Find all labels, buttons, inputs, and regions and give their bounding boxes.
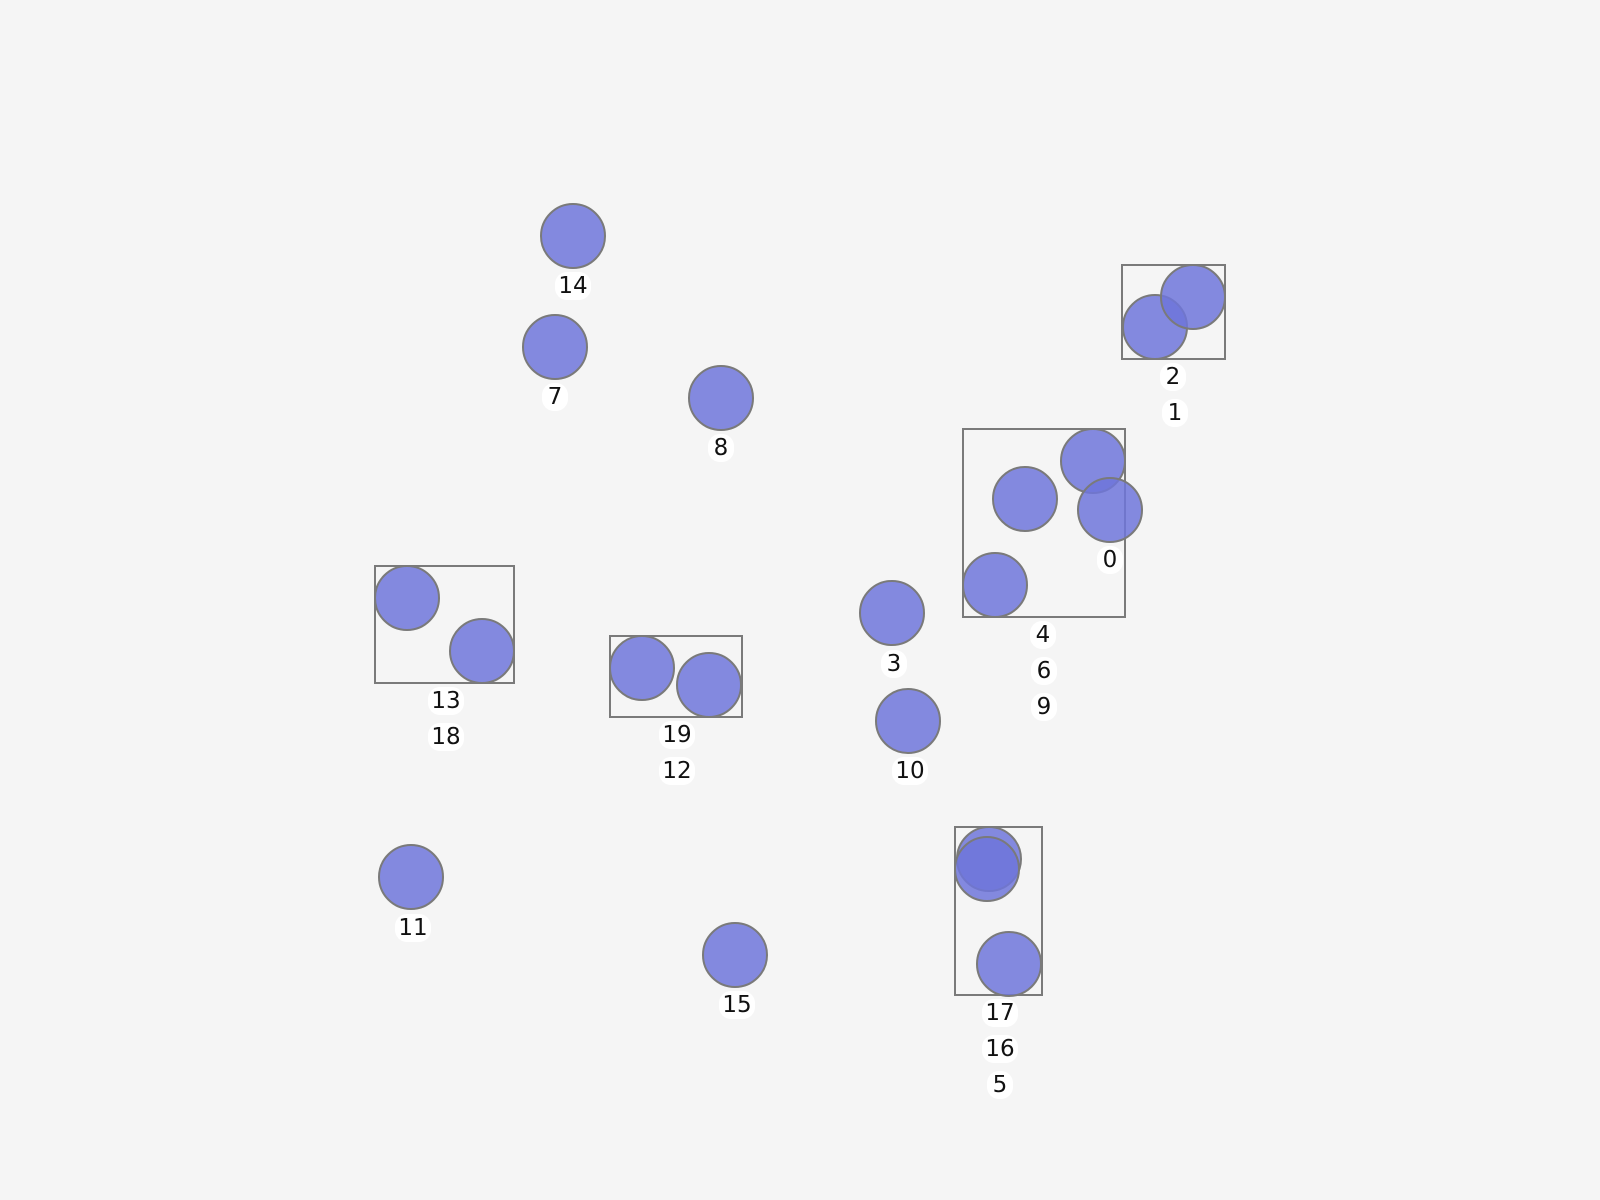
node-marker-1[interactable]	[1160, 264, 1226, 330]
node-label-8: 8	[708, 434, 734, 462]
group-box-2-1	[1121, 264, 1226, 360]
svg-text:8: 8	[714, 435, 729, 461]
svg-text:17: 17	[985, 1000, 1014, 1026]
node-label-0: 0	[1097, 546, 1123, 574]
svg-text:14: 14	[558, 273, 587, 299]
node-label-11: 11	[395, 914, 431, 942]
group-box-19-12	[609, 635, 743, 718]
group-label-4-6-9: 4 6 9	[1030, 621, 1057, 721]
svg-text:19: 19	[662, 722, 691, 748]
svg-text:15: 15	[722, 992, 751, 1018]
svg-text:11: 11	[398, 915, 427, 941]
node-marker-13[interactable]	[374, 565, 440, 631]
node-marker-15[interactable]	[702, 922, 768, 988]
svg-text:5: 5	[993, 1072, 1008, 1098]
group-label-17-16-5: 17 16 5	[982, 999, 1018, 1099]
svg-text:3: 3	[887, 651, 902, 677]
node-marker-8[interactable]	[688, 365, 754, 431]
node-marker-10[interactable]	[875, 688, 941, 754]
node-label-14: 14	[555, 272, 591, 300]
svg-text:10: 10	[895, 758, 924, 784]
node-marker-7[interactable]	[522, 314, 588, 380]
svg-text:18: 18	[431, 724, 460, 750]
node-marker-18[interactable]	[449, 618, 515, 684]
node-marker-0[interactable]	[1077, 477, 1143, 543]
node-marker-3[interactable]	[859, 580, 925, 646]
node-marker-14[interactable]	[540, 203, 606, 269]
svg-text:13: 13	[431, 688, 460, 714]
node-marker-5[interactable]	[976, 931, 1042, 997]
node-marker-16[interactable]	[954, 836, 1020, 902]
svg-text:6: 6	[1037, 658, 1052, 684]
svg-text:1: 1	[1168, 400, 1183, 426]
group-label-13-18: 13 18	[428, 687, 464, 751]
svg-text:12: 12	[662, 758, 691, 784]
svg-text:7: 7	[548, 384, 563, 410]
svg-text:9: 9	[1037, 694, 1052, 720]
node-marker-4[interactable]	[992, 466, 1058, 532]
node-marker-12[interactable]	[676, 652, 742, 718]
group-label-19-12: 19 12	[659, 721, 695, 785]
svg-text:0: 0	[1103, 547, 1118, 573]
svg-text:16: 16	[985, 1036, 1014, 1062]
node-label-3: 3	[881, 650, 907, 678]
node-label-10: 10	[892, 757, 928, 785]
node-label-15: 15	[719, 991, 755, 1019]
node-marker-11[interactable]	[378, 844, 444, 910]
group-label-2-1: 2 1	[1160, 363, 1188, 427]
group-box-13-18	[374, 565, 515, 684]
node-marker-19[interactable]	[609, 635, 675, 701]
svg-text:2: 2	[1166, 364, 1181, 390]
svg-text:4: 4	[1036, 622, 1051, 648]
node-marker-9[interactable]	[962, 552, 1028, 618]
node-label-7: 7	[542, 383, 568, 411]
